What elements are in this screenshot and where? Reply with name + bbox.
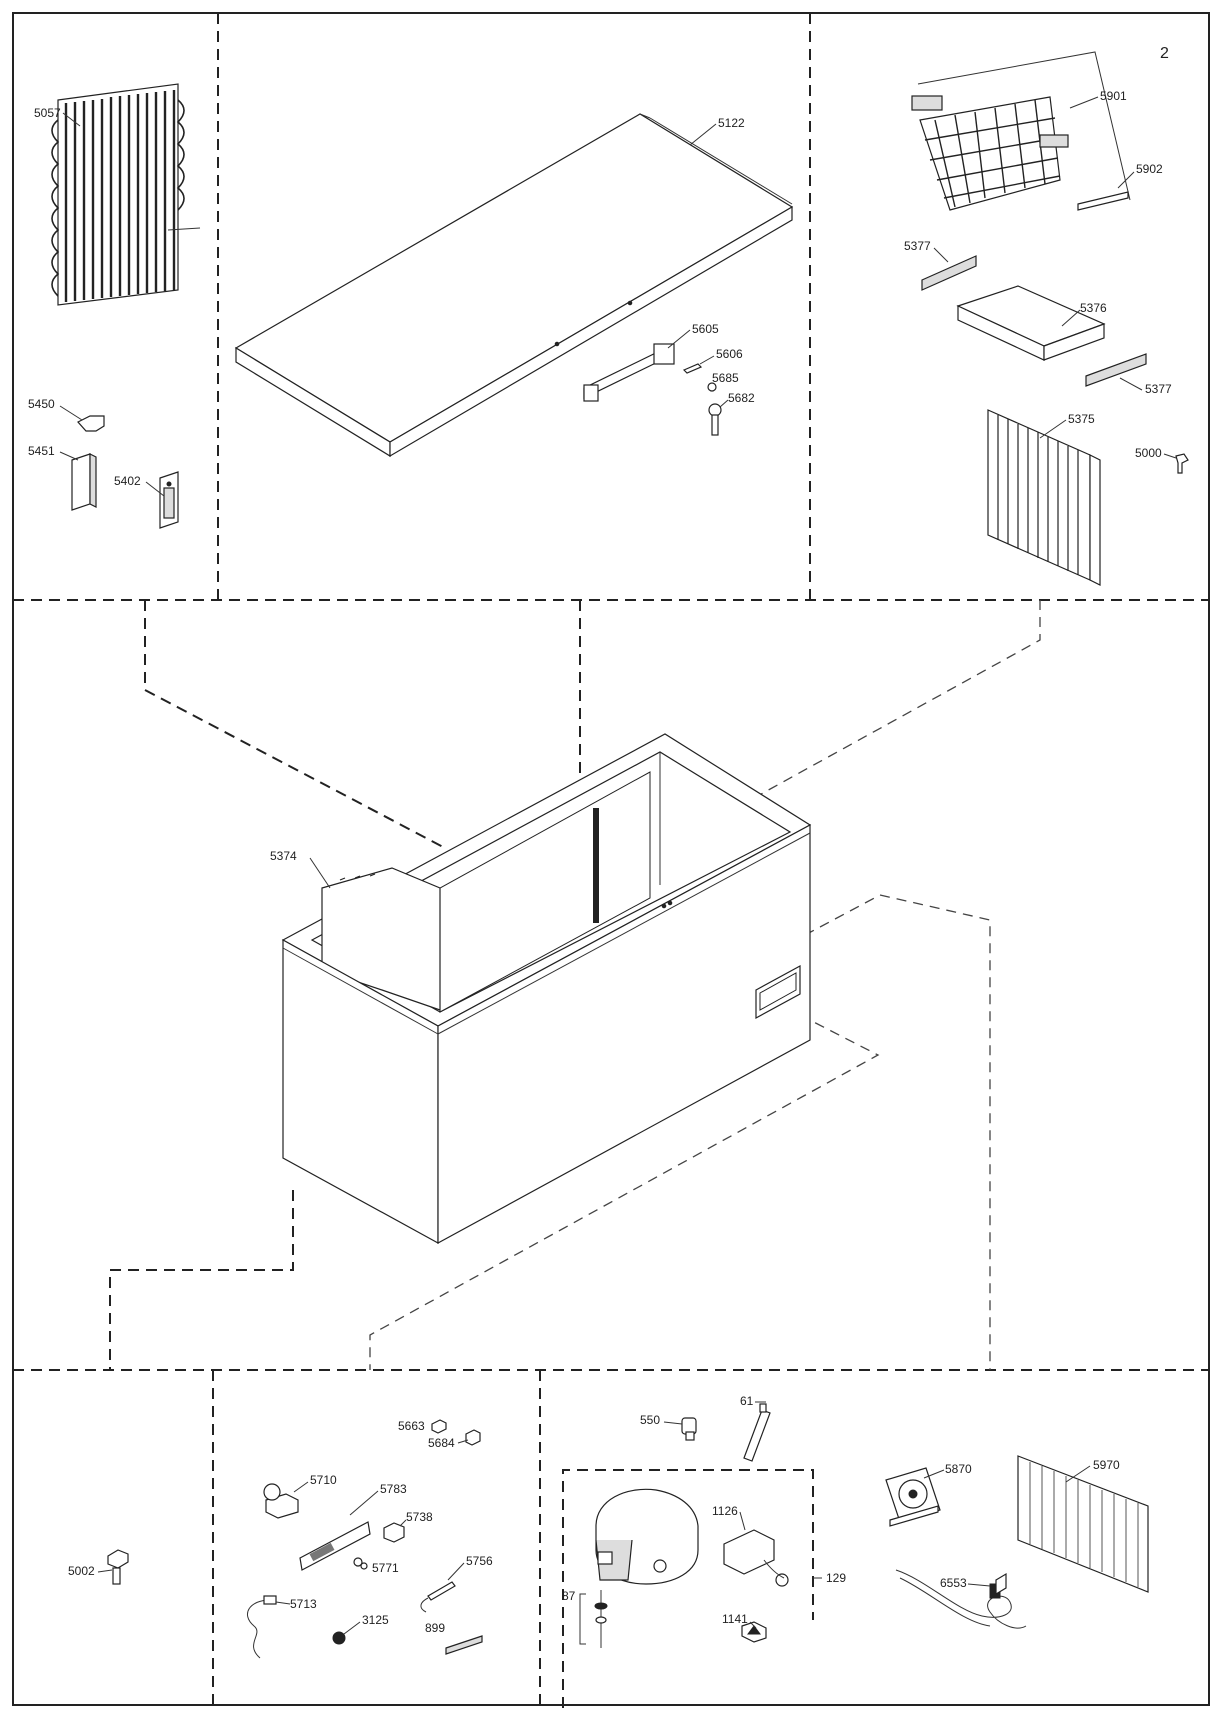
label-1126: 1126 (712, 1504, 738, 1518)
power-cord-icon (895, 1569, 1027, 1629)
label-129: 129 (826, 1571, 846, 1585)
label-5450: 5450 (28, 397, 55, 411)
label-5901: 5901 (1100, 89, 1127, 103)
chest-freezer-icon (281, 733, 812, 1245)
grommet-icon (594, 1590, 608, 1648)
label-550: 550 (640, 1413, 660, 1427)
connector-icon (431, 1419, 481, 1446)
page-number: 2 (1160, 45, 1169, 62)
label-5738: 5738 (406, 1510, 433, 1524)
label-5685: 5685 (712, 371, 739, 385)
label-5682: 5682 (728, 391, 755, 405)
relay-icon (263, 1483, 299, 1519)
label-5377-upper: 5377 (904, 239, 931, 253)
diagram-frame (12, 12, 1210, 1706)
thermostat-icon (159, 471, 179, 529)
lamp-icon (107, 1549, 129, 1585)
label-5870: 5870 (945, 1462, 972, 1476)
label-87: 87 (562, 1589, 576, 1603)
valve-icon (681, 1417, 697, 1441)
switch-icon (383, 1522, 405, 1543)
screw-icon (353, 1557, 368, 1570)
label-5002: 5002 (68, 1564, 95, 1578)
label-3125: 3125 (362, 1613, 389, 1627)
label-5402: 5402 (114, 474, 141, 488)
label-5376: 5376 (1080, 301, 1107, 315)
label-5122: 5122 (718, 116, 745, 130)
label-5375: 5375 (1068, 412, 1095, 426)
label-5710: 5710 (310, 1473, 337, 1487)
sensor-icon (420, 1581, 456, 1613)
condenser-icon (51, 83, 201, 306)
lock-bar-icon (583, 343, 675, 402)
label-5970: 5970 (1093, 1458, 1120, 1472)
panel-icon (956, 285, 1106, 361)
label-6553: 6553 (940, 1576, 967, 1590)
overload-icon (741, 1621, 767, 1643)
compressor-icon (595, 1488, 699, 1585)
start-relay-icon (723, 1529, 789, 1587)
label-5684: 5684 (428, 1436, 455, 1450)
label-5756: 5756 (466, 1554, 493, 1568)
label-5663: 5663 (398, 1419, 425, 1433)
label-61: 61 (740, 1394, 754, 1408)
label-5783: 5783 (380, 1482, 407, 1496)
basket-icon (911, 51, 1131, 211)
divider-icon (921, 255, 1147, 387)
key-icon (708, 403, 722, 436)
clamp-icon (445, 1635, 483, 1655)
label-5374: 5374 (270, 849, 297, 863)
label-5451: 5451 (28, 444, 55, 458)
controller-icon (299, 1521, 371, 1571)
plug-icon (332, 1631, 346, 1645)
label-5000: 5000 (1135, 446, 1162, 460)
lid-icon (234, 113, 794, 458)
bracket-icon (77, 415, 105, 432)
label-5771: 5771 (372, 1561, 399, 1575)
label-5606: 5606 (716, 347, 743, 361)
label-5902: 5902 (1136, 162, 1163, 176)
cover-icon (71, 453, 97, 511)
label-1141: 1141 (722, 1612, 748, 1626)
label-5605: 5605 (692, 322, 719, 336)
label-5377-lower: 5377 (1145, 382, 1172, 396)
door-panel-icon (987, 409, 1101, 586)
evaporator-icon (1017, 1455, 1149, 1593)
label-5713: 5713 (290, 1597, 317, 1611)
label-5057: 5057 (34, 106, 61, 120)
probe-icon (247, 1595, 277, 1659)
label-899: 899 (425, 1621, 445, 1635)
fan-icon (885, 1467, 941, 1527)
drier-icon (743, 1403, 771, 1462)
